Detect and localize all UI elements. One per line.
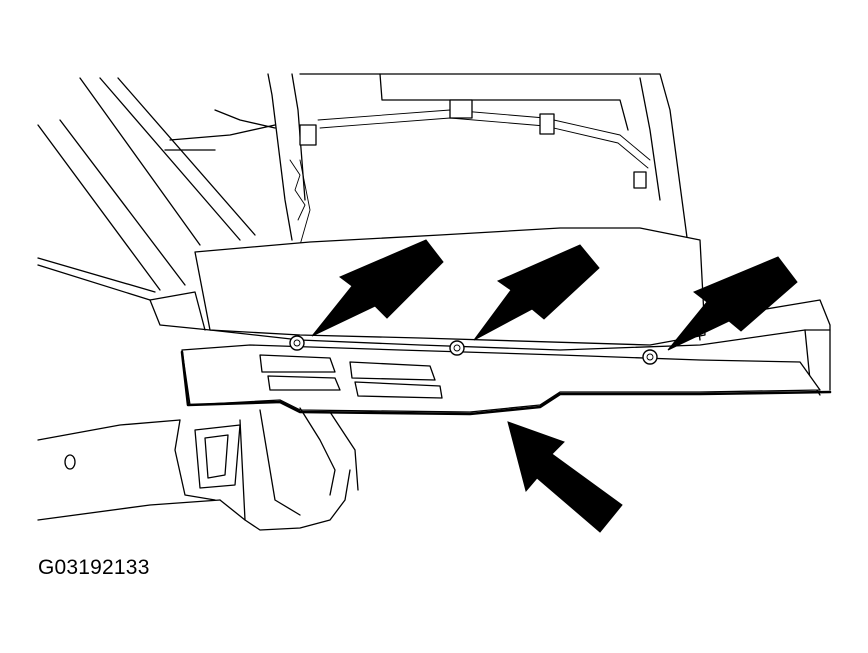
fasteners [289,335,658,365]
panel-arrow [507,421,623,533]
fastener-arrow-2 [473,244,600,341]
harness-connectors [289,99,647,221]
lower-panel [180,344,832,416]
connector-right [539,113,555,135]
connector-far-right [633,171,647,189]
connector-left [299,124,317,146]
callout-arrows [311,239,798,533]
center-nut [449,340,465,356]
figure-reference-code: G03192133 [38,556,150,579]
fastener-arrow-3 [667,256,798,351]
left-frame-lines [37,77,256,301]
lower-bracket [37,407,359,531]
connector-center [449,99,473,119]
fastener-arrow-1 [311,239,444,337]
right-nut [642,349,658,365]
left-nut [289,335,305,351]
